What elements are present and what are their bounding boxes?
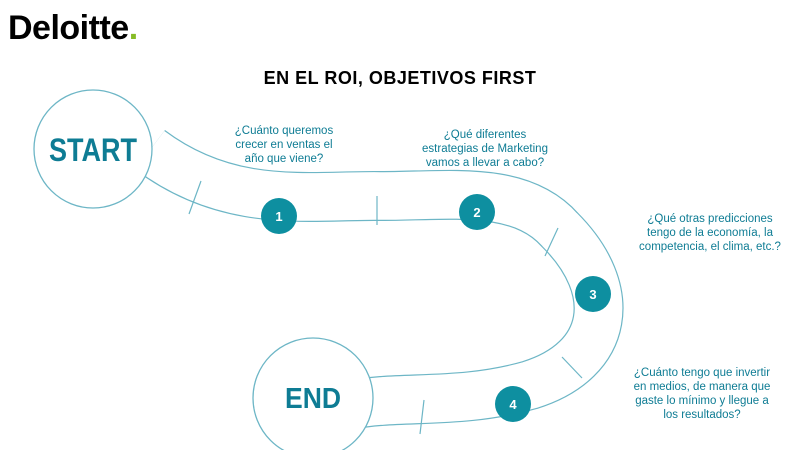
step-marker-2: 2 — [459, 194, 495, 230]
road-divider — [544, 227, 559, 257]
question-line: ¿Cuánto tengo que invertir — [633, 367, 771, 379]
road-surface — [135, 130, 623, 429]
question-line: ¿Cuánto queremos — [234, 125, 334, 137]
deloitte-logo: Deloitte. — [8, 8, 138, 48]
road-divider — [561, 356, 583, 379]
question-line: año que viene? — [244, 153, 324, 165]
step-2-question: ¿Qué diferentes estrategias de Marketing… — [405, 128, 565, 170]
road-divider — [419, 399, 425, 435]
step-marker-4: 4 — [495, 386, 531, 422]
step-1-question: ¿Cuánto queremos crecer en ventas el año… — [228, 124, 340, 166]
step-number: 2 — [473, 205, 480, 220]
question-line: ¿Qué diferentes — [443, 129, 527, 141]
step-number: 4 — [509, 397, 517, 412]
question-line: competencia, el clima, etc.? — [639, 241, 781, 253]
question-line: crecer en ventas el — [235, 139, 333, 151]
question-line: los resultados? — [663, 409, 741, 421]
question-line: tengo de la economía, la — [647, 227, 773, 239]
start-node: START — [33, 89, 153, 209]
step-4-question: ¿Cuánto tengo que invertir en medios, de… — [621, 366, 783, 422]
road-divider — [188, 180, 202, 215]
question-line: vamos a llevar a cabo? — [425, 157, 545, 169]
page-title: EN EL ROI, OBJETIVOS FIRST — [263, 68, 537, 88]
question-line: estrategias de Marketing — [422, 143, 548, 155]
step-marker-1: 1 — [261, 198, 297, 234]
step-3-question: ¿Qué otras predicciones tengo de la econ… — [626, 212, 794, 254]
start-label: START — [49, 132, 137, 168]
question-line: gaste lo mínimo y llegue a — [635, 395, 769, 407]
step-number: 3 — [589, 287, 596, 302]
logo-dot: . — [128, 9, 138, 47]
question-line: ¿Qué otras predicciones — [647, 213, 773, 225]
step-number: 1 — [275, 209, 282, 224]
end-node: END — [252, 337, 374, 450]
step-marker-3: 3 — [575, 276, 611, 312]
question-line: en medios, de manera que — [633, 381, 771, 393]
logo-text: Deloitte — [8, 9, 129, 47]
end-label: END — [285, 383, 341, 415]
